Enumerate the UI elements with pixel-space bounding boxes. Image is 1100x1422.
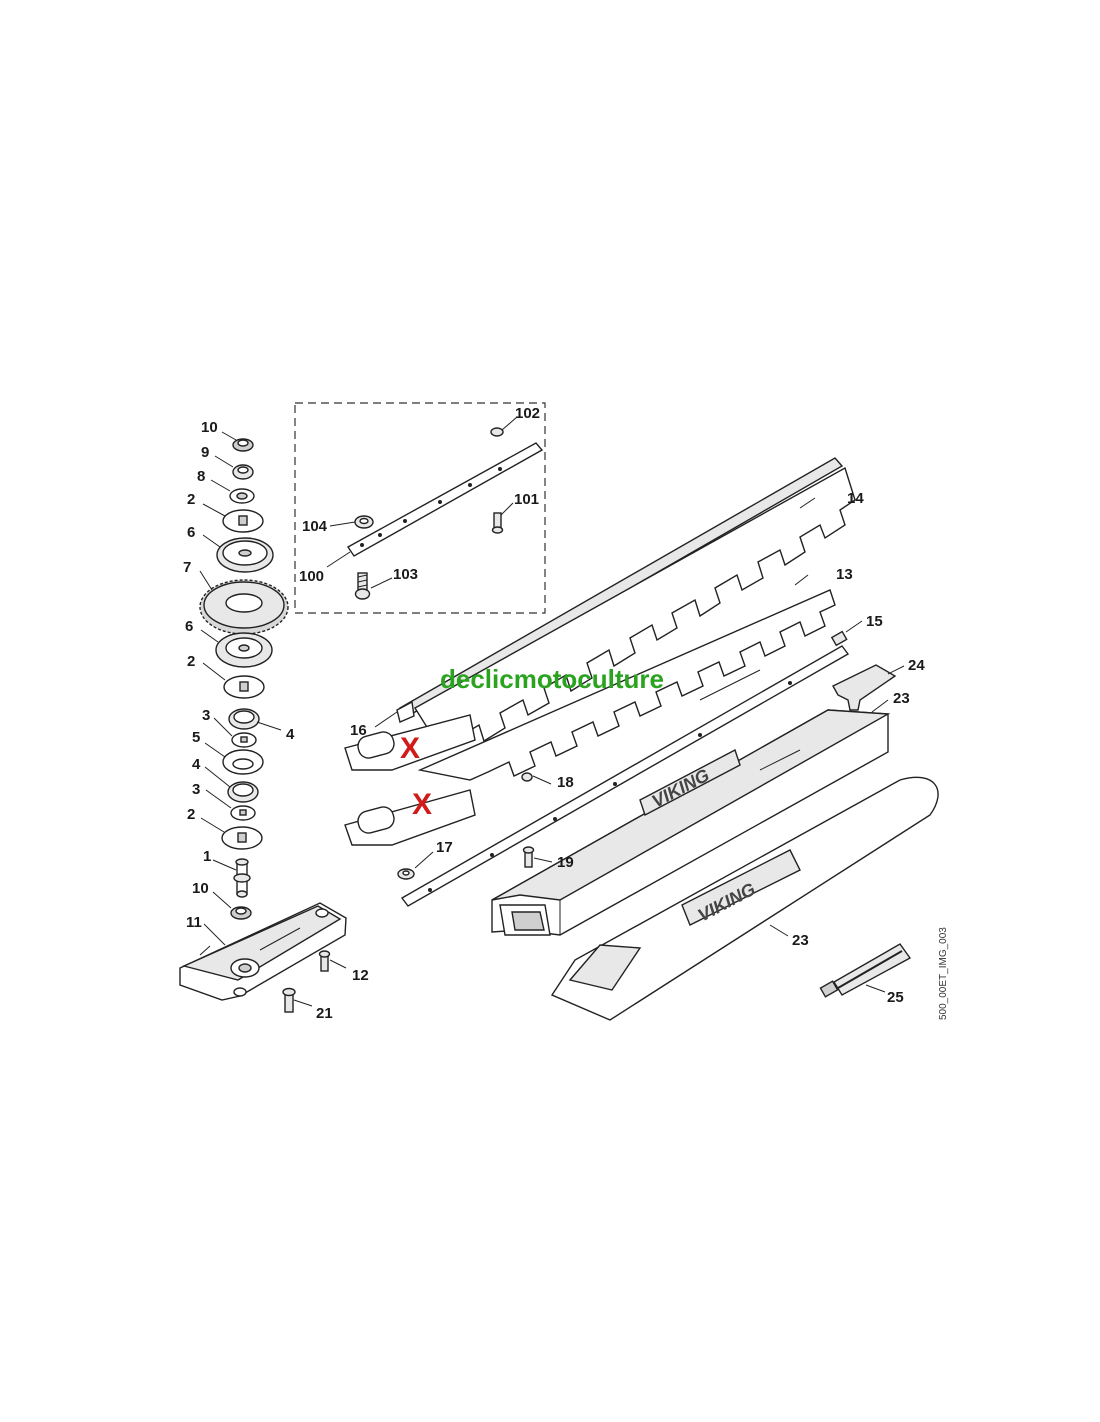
- callout-2-top: 2: [187, 491, 195, 508]
- part-6-flange-top: [216, 537, 274, 573]
- part-23-blade-guard-upper: VIKING: [491, 669, 891, 936]
- callout-5: 5: [192, 729, 200, 746]
- callout-3-top: 3: [202, 707, 210, 724]
- part-7-gear: [199, 579, 289, 635]
- callout-6-top: 6: [187, 524, 195, 541]
- callout-11: 11: [186, 914, 202, 931]
- part-6-flange-bottom: [215, 632, 273, 668]
- leader-lines: [199, 416, 905, 1007]
- part-14-upper-blade: [414, 466, 856, 749]
- callout-13: 13: [836, 566, 853, 583]
- part-10-top-bearing: [232, 438, 254, 452]
- part-17-spacer: [397, 868, 415, 880]
- watermark-text: declicmotoculture: [440, 664, 664, 694]
- callout-2-bottom: 2: [187, 806, 195, 823]
- callout-16: 16: [350, 722, 367, 739]
- part-8-washer: [229, 488, 255, 504]
- part-3-spacer-bottom: [230, 805, 256, 821]
- part-19-screw: [522, 846, 535, 868]
- callout-labels: 10 9 8 2 6 7 6 2 3 4 5 4 3 2 1 10 11 12 …: [183, 405, 925, 1022]
- part-23-scabbard-lower: VIKING: [550, 776, 939, 1021]
- part-103-screw: [354, 572, 371, 600]
- part-9-bushing: [232, 464, 254, 480]
- x-marker-upper: X: [400, 732, 420, 765]
- part-100-bar: [346, 442, 544, 557]
- callout-3-bottom: 3: [192, 781, 200, 798]
- callout-7: 7: [183, 559, 191, 576]
- callout-12: 12: [352, 967, 369, 984]
- callout-2-middle: 2: [187, 653, 195, 670]
- part-13-lower-blade: [417, 589, 836, 781]
- part-4-ring-top: [228, 708, 260, 730]
- callout-1: 1: [203, 848, 211, 865]
- callout-17: 17: [436, 839, 453, 856]
- part-5-cup-washer: [222, 749, 264, 775]
- callout-10-bottom: 10: [192, 880, 209, 897]
- part-12-screw: [318, 950, 331, 972]
- callout-18: 18: [557, 774, 574, 791]
- part-25-grease-tube: [819, 943, 912, 998]
- callout-4-left: 4: [192, 756, 201, 773]
- part-101-screw: [491, 512, 504, 534]
- part-24-key: [832, 664, 897, 711]
- callout-23-upper: 23: [893, 690, 910, 707]
- callout-23-lower: 23: [792, 932, 809, 949]
- inset-frame: [294, 402, 546, 614]
- part-16-spacer-strip: [396, 700, 415, 723]
- part-2-disc-bottom: [221, 826, 263, 850]
- callout-6-bottom: 6: [185, 618, 193, 635]
- part-4-ring-bottom: [227, 781, 259, 803]
- part-2-disc-top: [222, 509, 264, 533]
- callout-102: 102: [515, 405, 540, 422]
- callout-8: 8: [197, 468, 205, 485]
- part-104-nut: [354, 515, 374, 529]
- part-10-bottom-bearing: [230, 906, 252, 920]
- part-16-blade-handle-upper: [344, 714, 476, 771]
- part-11-gear-housing: [179, 902, 347, 1001]
- part-2-disc-middle: [223, 675, 265, 699]
- callout-104: 104: [302, 518, 328, 535]
- callout-25: 25: [887, 989, 904, 1006]
- callout-103: 103: [393, 566, 418, 583]
- callout-9: 9: [201, 444, 209, 461]
- callout-21: 21: [316, 1005, 333, 1022]
- part-1-pin: [233, 858, 251, 898]
- callout-10-top: 10: [201, 419, 218, 436]
- x-marker-lower: X: [412, 788, 432, 821]
- part-18-spacer: [521, 772, 533, 782]
- part-15-guide-strip: [400, 645, 850, 907]
- callout-15: 15: [866, 613, 883, 630]
- part-102-nut: [490, 427, 504, 437]
- part-3-spacer-top: [231, 732, 257, 748]
- part-17-blade-handle-lower: [344, 789, 476, 846]
- callout-101: 101: [514, 491, 539, 508]
- callout-4-right: 4: [286, 726, 295, 743]
- callout-100: 100: [299, 568, 324, 585]
- callout-14: 14: [847, 490, 864, 507]
- image-code-label: 500_00ET_IMG_003: [938, 927, 949, 1020]
- callout-19: 19: [557, 854, 574, 871]
- part-21-screw: [282, 987, 296, 1013]
- callout-24: 24: [908, 657, 925, 674]
